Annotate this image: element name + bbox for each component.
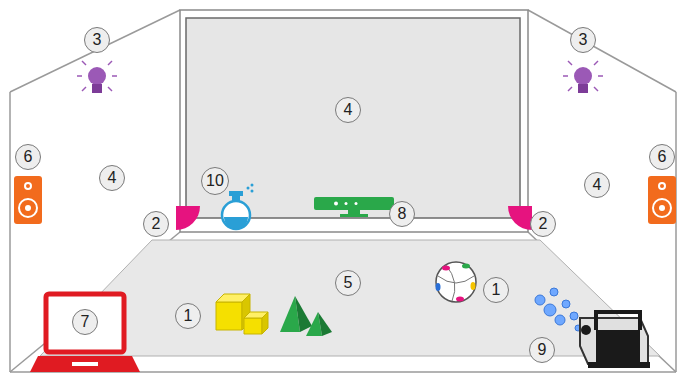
callout-number: 8 bbox=[389, 201, 415, 227]
motion-sensor bbox=[314, 197, 394, 217]
callout-number: 2 bbox=[530, 211, 556, 237]
floor-area bbox=[40, 240, 660, 356]
callout-number: 5 bbox=[335, 270, 361, 296]
callout-number: 1 bbox=[483, 277, 509, 303]
laptop bbox=[30, 294, 140, 372]
callout-number: 7 bbox=[72, 309, 98, 335]
callout-number: 4 bbox=[584, 172, 610, 198]
callout-number: 4 bbox=[335, 97, 361, 123]
callout-number: 3 bbox=[570, 27, 596, 53]
callout-number: 6 bbox=[649, 144, 675, 170]
callout-number: 9 bbox=[529, 337, 555, 363]
projection-screen bbox=[186, 18, 520, 218]
callout-number: 2 bbox=[143, 211, 169, 237]
room-frame bbox=[10, 10, 676, 372]
scent-bottle bbox=[222, 184, 254, 230]
callout-number: 10 bbox=[201, 167, 229, 195]
back-wall bbox=[180, 10, 528, 232]
sensor-ball bbox=[436, 262, 477, 302]
callout-number: 6 bbox=[15, 144, 41, 170]
callout-number: 4 bbox=[99, 165, 125, 191]
callout-number: 3 bbox=[84, 27, 110, 53]
toy-cubes bbox=[216, 294, 268, 334]
light-bulb bbox=[77, 61, 603, 93]
toy-pyramids bbox=[280, 296, 332, 336]
callout-number: 1 bbox=[175, 303, 201, 329]
